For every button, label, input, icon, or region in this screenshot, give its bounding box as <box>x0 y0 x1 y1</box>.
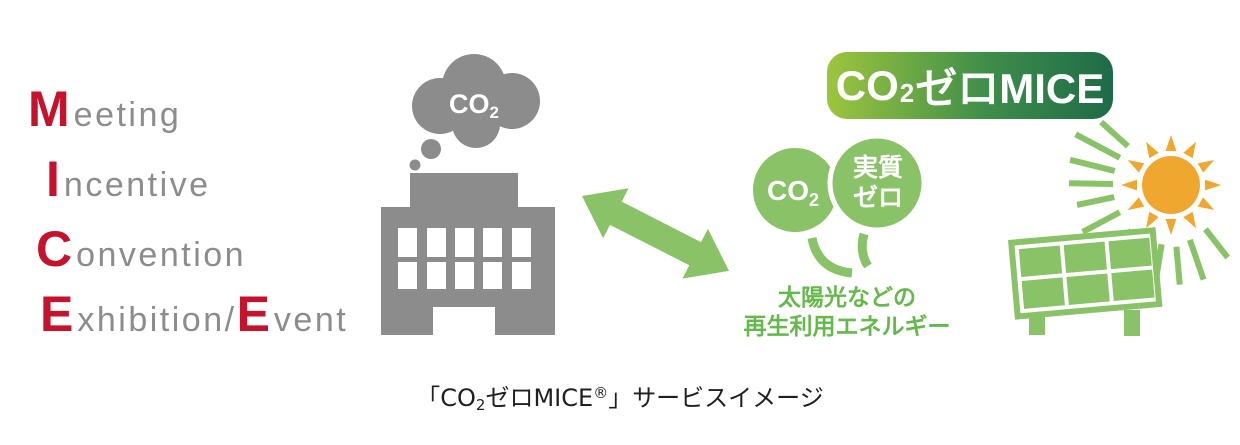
co2-smoke-cloud-icon: CO2 <box>409 54 540 171</box>
energy-note-line2: 再生利用エネルギー <box>743 313 951 339</box>
caption-name: ゼロMICE <box>485 384 594 412</box>
service-image-caption: 「CO2ゼロMICE®」サービスイメージ <box>0 378 1240 414</box>
co2-balloon-icon <box>753 148 837 232</box>
zero-balloon-string <box>857 232 872 269</box>
caption-close-bracket: 」 <box>608 384 633 412</box>
caption-co: CO <box>440 384 476 412</box>
smoke-co2-label: CO2 <box>449 89 499 122</box>
solar-panel-left-leg <box>1029 313 1045 335</box>
solar-panel-icon <box>1008 227 1163 336</box>
exchange-arrow-icon <box>582 188 730 279</box>
mice-initial-e1: E <box>40 286 74 342</box>
co2-balloon-label: CO2 <box>767 175 819 210</box>
caption-sub2: 2 <box>475 396 486 414</box>
mice-label-meeting: eeting <box>73 96 182 134</box>
sun-icon <box>1121 135 1221 235</box>
banner-label-rest: ゼロMICE <box>915 65 1105 112</box>
caption-open-bracket: 「 <box>416 384 441 412</box>
mice-label-convention: onvention <box>76 236 247 274</box>
mice-initial-e2: E <box>236 286 270 342</box>
solar-panel-right-leg <box>1124 310 1140 336</box>
virtually-zero-balloon-icon <box>827 133 927 233</box>
registered-mark: ® <box>593 384 609 402</box>
mice-initial-c: C <box>36 221 73 277</box>
building-door <box>433 307 495 335</box>
co2-balloon-string <box>807 236 853 278</box>
balloons-group: CO2 実質 ゼロ <box>753 133 927 278</box>
zero-balloon-label-line1: 実質 <box>853 153 903 182</box>
mice-label-incentive: ncentive <box>63 166 211 204</box>
banner-label-co: CO <box>835 61 899 109</box>
mice-initial-m: M <box>28 81 70 137</box>
renewable-energy-note: 太陽光などの 再生利用エネルギー <box>733 283 961 341</box>
mice-label-event: vent <box>273 301 349 339</box>
caption-suffix: サービスイメージ <box>632 384 824 412</box>
mice-label-exhibition: xhibition/ <box>77 301 237 339</box>
building-icon <box>381 173 555 335</box>
zero-balloon-label-line2: ゼロ <box>853 184 903 212</box>
energy-note-line1: 太陽光などの <box>778 284 916 310</box>
mice-initial-i: I <box>46 151 60 207</box>
banner-label-sub2: 2 <box>899 78 915 108</box>
